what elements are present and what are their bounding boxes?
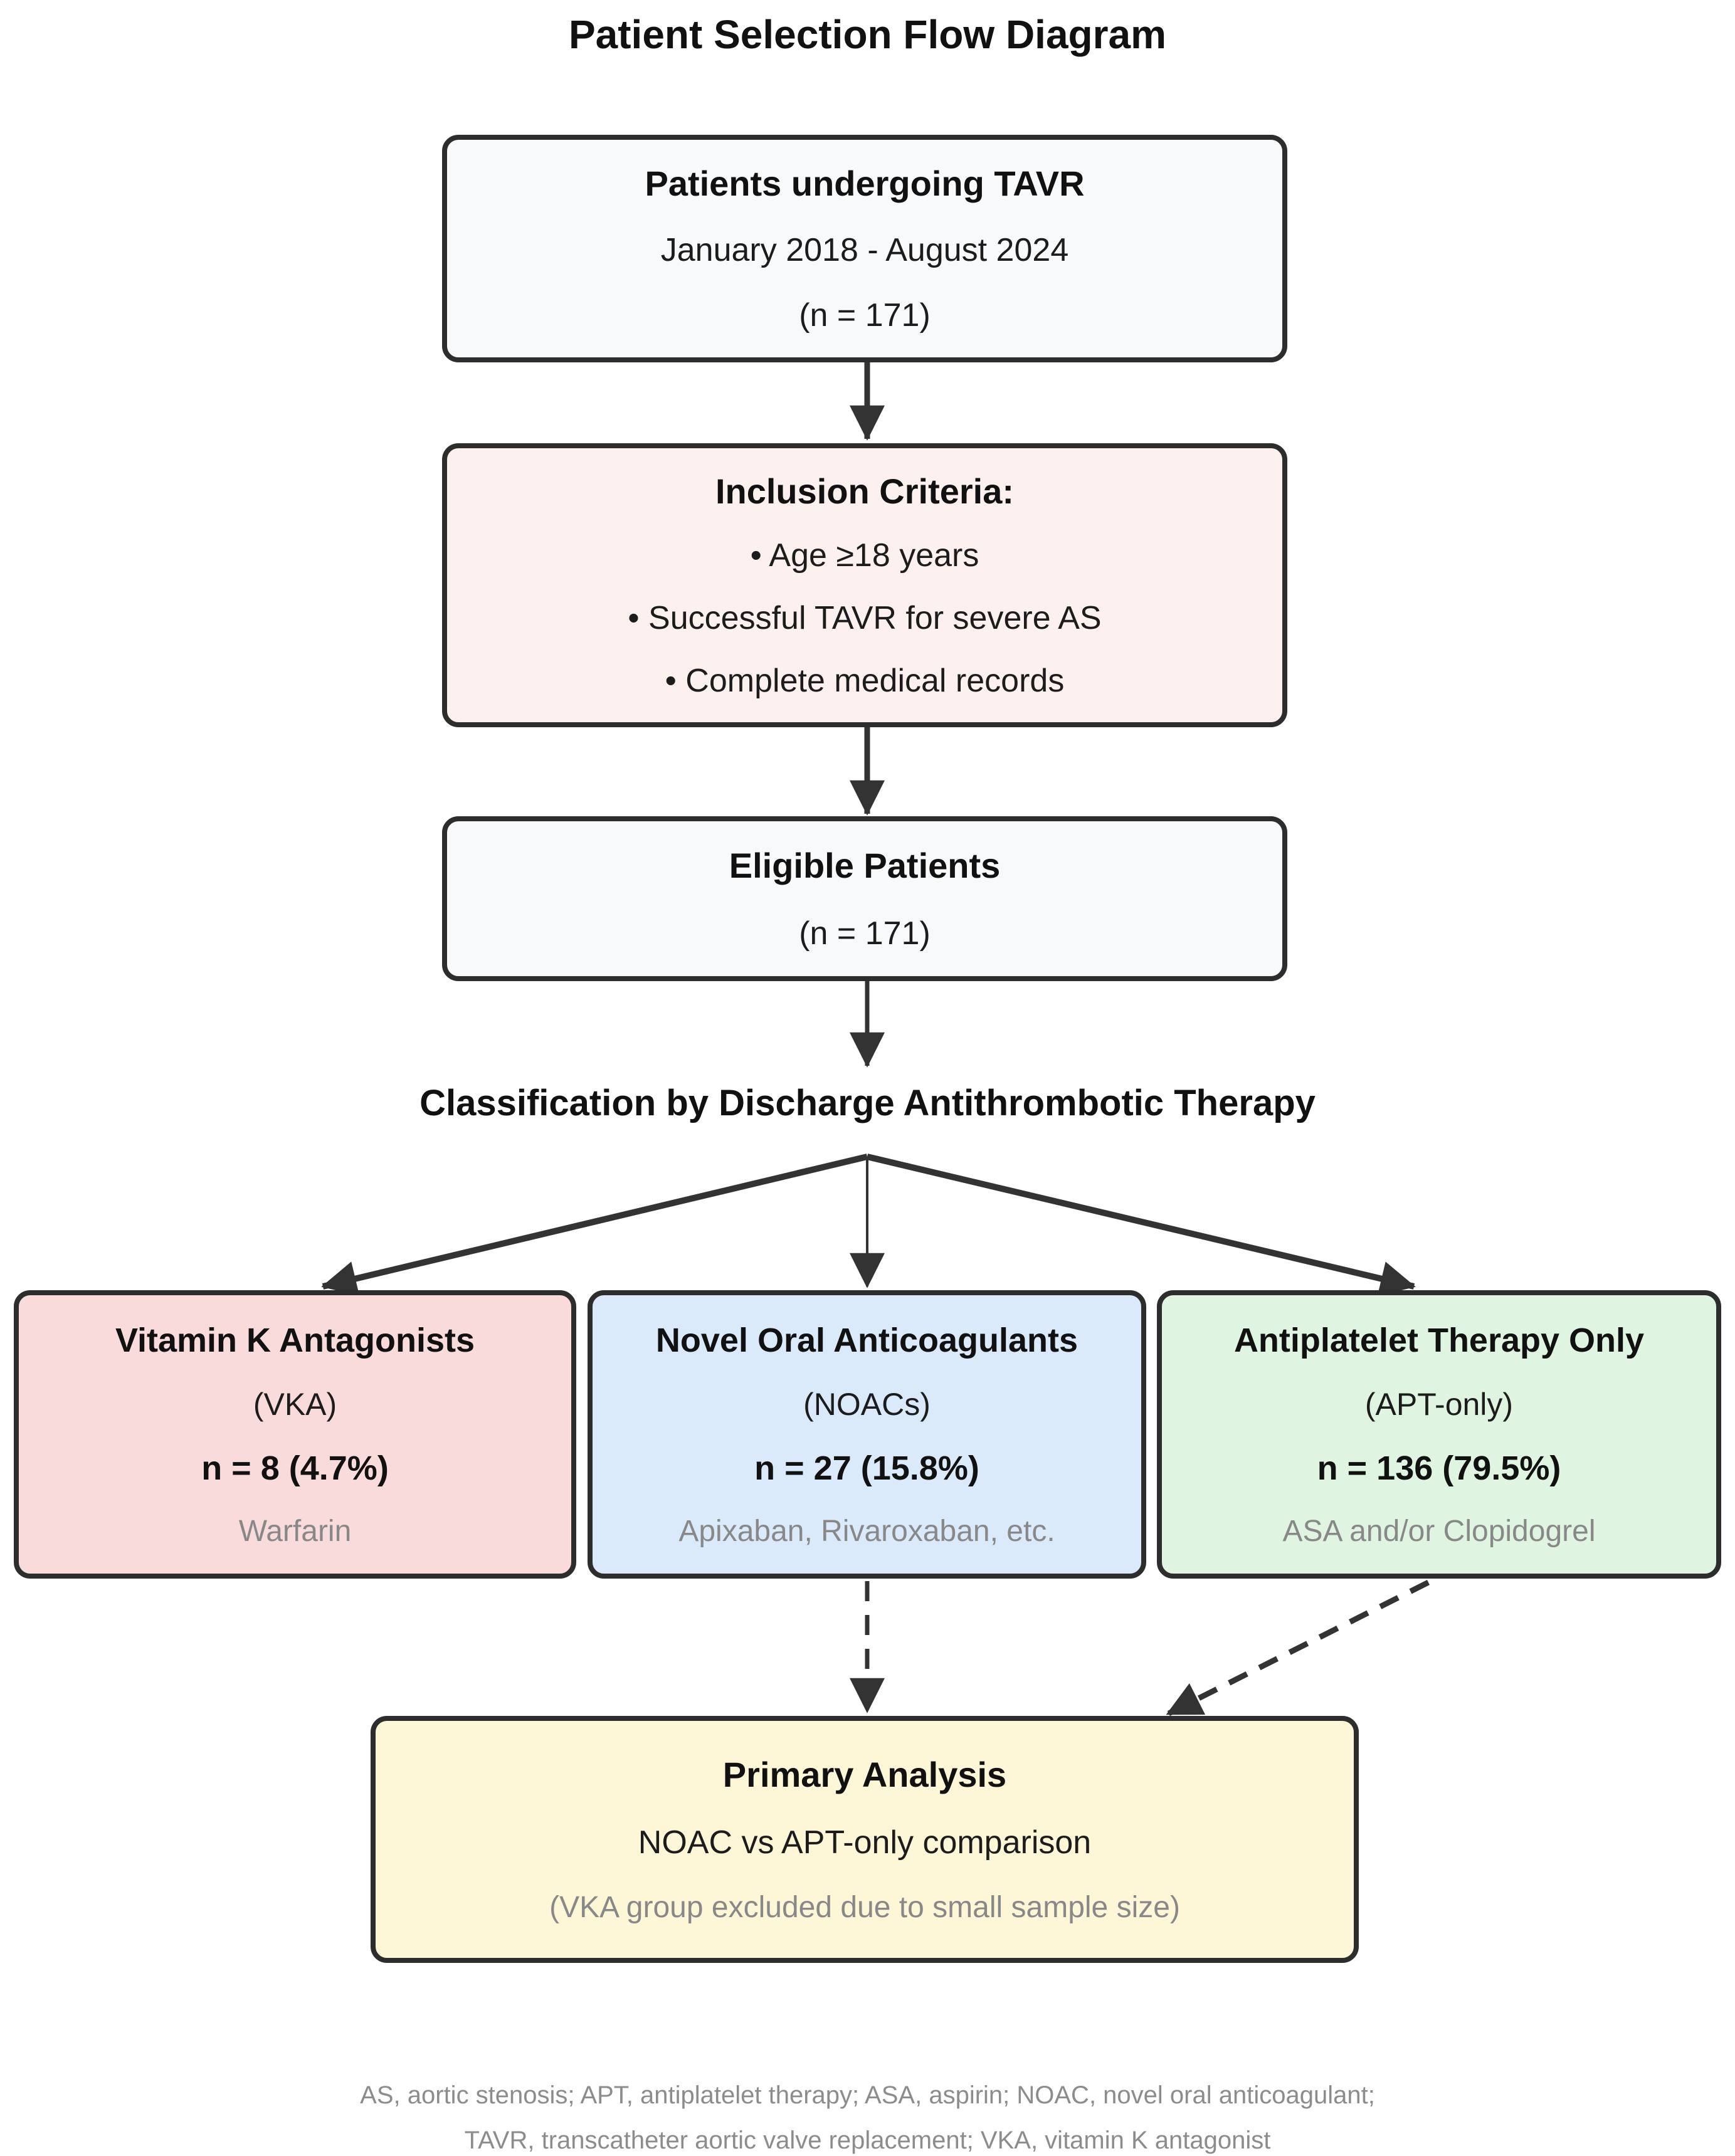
node-inclusion-criteria: Inclusion Criteria: • Age ≥18 years • Su…	[442, 443, 1287, 727]
noac-abbr: (NOACs)	[803, 1386, 931, 1422]
abbreviations-footnote: AS, aortic stenosis; APT, antiplatelet t…	[0, 2073, 1735, 2156]
node-vka-group: Vitamin K Antagonists (VKA) n = 8 (4.7%)…	[14, 1290, 576, 1579]
page-title: Patient Selection Flow Diagram	[568, 12, 1167, 57]
inclusion-item-records: • Complete medical records	[665, 663, 1065, 699]
footnote-line-1: AS, aortic stenosis; APT, antiplatelet t…	[360, 2081, 1375, 2109]
classification-label: Classification by Discharge Antithrombot…	[419, 1083, 1316, 1123]
footnote-line-2: TAVR, transcatheter aortic valve replace…	[464, 2127, 1271, 2154]
apt-title: Antiplatelet Therapy Only	[1233, 1321, 1645, 1359]
node-noac-group: Novel Oral Anticoagulants (NOACs) n = 27…	[588, 1290, 1146, 1579]
node-apt-group: Antiplatelet Therapy Only (APT-only) n =…	[1157, 1290, 1721, 1579]
eligible-title: Eligible Patients	[729, 846, 1001, 885]
arrow-branch-apt	[866, 1154, 1416, 1296]
primary-title: Primary Analysis	[722, 1755, 1007, 1794]
dashed-arrow-apt-to-primary	[1166, 1579, 1430, 1717]
noac-detail: Apixaban, Rivaroxaban, etc.	[678, 1514, 1055, 1548]
node-patients-undergoing-tavr: Patients undergoing TAVR January 2018 - …	[442, 135, 1287, 362]
apt-detail: ASA and/or Clopidogrel	[1282, 1514, 1596, 1548]
tavr-period: January 2018 - August 2024	[660, 232, 1069, 268]
noac-count: n = 27 (15.8%)	[754, 1449, 979, 1487]
tavr-title: Patients undergoing TAVR	[645, 164, 1085, 203]
primary-subtitle: NOAC vs APT-only comparison	[638, 1824, 1092, 1861]
eligible-count: (n = 171)	[799, 915, 931, 952]
arrow-branch-vka	[321, 1154, 868, 1296]
noac-title: Novel Oral Anticoagulants	[655, 1321, 1078, 1359]
vka-count: n = 8 (4.7%)	[201, 1449, 389, 1487]
inclusion-title: Inclusion Criteria:	[715, 471, 1015, 511]
node-eligible-patients: Eligible Patients (n = 171)	[442, 816, 1287, 981]
apt-count: n = 136 (79.5%)	[1317, 1449, 1561, 1487]
primary-note: (VKA group excluded due to small sample …	[549, 1891, 1180, 1924]
node-primary-analysis: Primary Analysis NOAC vs APT-only compar…	[371, 1716, 1359, 1963]
inclusion-item-tavr: • Successful TAVR for severe AS	[628, 600, 1102, 636]
apt-abbr: (APT-only)	[1364, 1386, 1514, 1422]
inclusion-item-age: • Age ≥18 years	[750, 537, 979, 574]
tavr-count: (n = 171)	[799, 297, 931, 334]
vka-title: Vitamin K Antagonists	[115, 1321, 475, 1359]
vka-detail: Warfarin	[238, 1514, 352, 1548]
vka-abbr: (VKA)	[253, 1386, 337, 1422]
